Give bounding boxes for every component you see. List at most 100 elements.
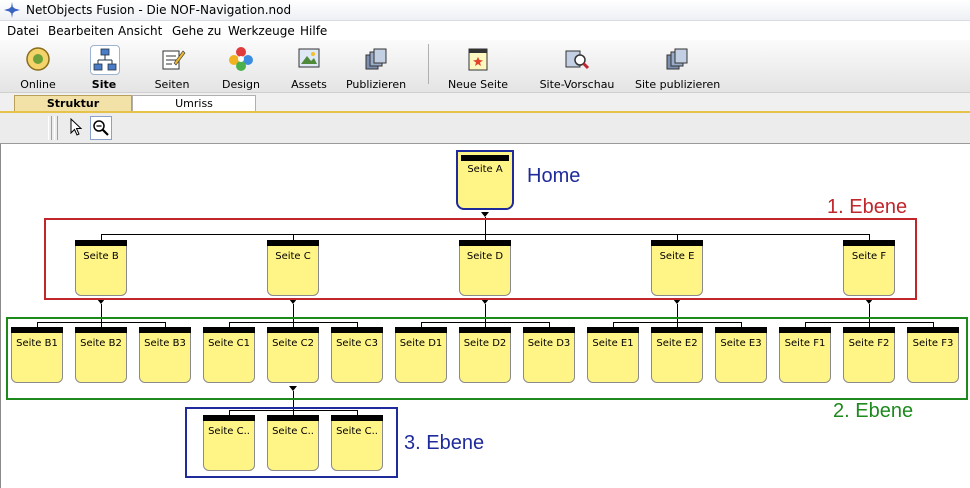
page-label: Seite D3 xyxy=(527,338,571,349)
page-header-bar xyxy=(779,327,831,333)
page-level3[interactable]: Seite C.. xyxy=(331,415,383,471)
page-home[interactable]: Seite A xyxy=(456,150,514,210)
page-header-bar xyxy=(11,327,63,333)
toolbar-seiten-button[interactable]: Seiten xyxy=(140,42,204,91)
toolbar-online-button[interactable]: Online xyxy=(6,42,70,91)
connector-line xyxy=(229,322,230,327)
tab-umriss[interactable]: Umriss xyxy=(132,95,256,111)
tab-struktur[interactable]: Struktur xyxy=(14,95,132,111)
zoom-tool-button[interactable] xyxy=(90,116,112,140)
page-label: Seite B xyxy=(83,251,119,262)
connector-line xyxy=(101,322,102,327)
structure-tools-bar xyxy=(0,113,970,144)
connector-line xyxy=(293,234,294,240)
page-label: Seite C.. xyxy=(208,426,250,437)
toolbar-label: Design xyxy=(222,78,260,91)
page-level1[interactable]: Seite D xyxy=(459,240,511,296)
toolbar-neue-seite-button[interactable]: Neue Seite xyxy=(446,42,510,91)
connector-line xyxy=(229,410,230,415)
page-label: Seite E xyxy=(659,251,695,262)
page-label: Seite F2 xyxy=(848,338,890,349)
zoom-icon xyxy=(93,120,109,136)
expand-triangle-icon[interactable] xyxy=(289,386,297,391)
page-level1[interactable]: Seite C xyxy=(267,240,319,296)
menu-hilfe[interactable]: Hilfe xyxy=(300,24,328,38)
page-header-bar xyxy=(267,240,319,246)
site-publizieren-icon xyxy=(666,48,688,70)
toolbar-assets-button[interactable]: Assets xyxy=(277,42,341,91)
connector-line xyxy=(933,322,934,327)
page-level2[interactable]: Seite E2 xyxy=(651,327,703,383)
page-header-bar xyxy=(267,415,319,421)
page-level2[interactable]: Seite E1 xyxy=(587,327,639,383)
page-header-bar xyxy=(523,327,575,333)
page-level2[interactable]: Seite F3 xyxy=(907,327,959,383)
expand-triangle-icon[interactable] xyxy=(481,299,489,304)
page-level2[interactable]: Seite C2 xyxy=(267,327,319,383)
seiten-icon xyxy=(162,50,186,70)
page-level3[interactable]: Seite C.. xyxy=(267,415,319,471)
page-level2[interactable]: Seite B2 xyxy=(75,327,127,383)
toolbar-label: Neue Seite xyxy=(447,78,509,91)
menu-bearbeiten[interactable]: Bearbeiten xyxy=(48,24,114,38)
expand-triangle-icon[interactable] xyxy=(865,299,873,304)
page-level2[interactable]: Seite B1 xyxy=(11,327,63,383)
toolbar-site-publizieren-button[interactable]: Site publizieren xyxy=(635,42,720,91)
connector-line xyxy=(485,322,486,327)
page-level1[interactable]: Seite E xyxy=(651,240,703,296)
page-level2[interactable]: Seite C1 xyxy=(203,327,255,383)
page-label: Seite D2 xyxy=(463,338,507,349)
annotation-home: Home xyxy=(527,165,581,187)
connector-line xyxy=(485,217,486,234)
page-level2[interactable]: Seite D2 xyxy=(459,327,511,383)
publizieren-icon xyxy=(365,48,387,70)
connector-line xyxy=(677,304,678,322)
page-level2[interactable]: Seite C3 xyxy=(331,327,383,383)
title-bar: NetObjects Fusion - Die NOF-Navigation.n… xyxy=(0,0,970,21)
page-header-bar xyxy=(587,327,639,333)
expand-triangle-icon[interactable] xyxy=(673,299,681,304)
menu-gehe-zu[interactable]: Gehe zu xyxy=(172,24,222,38)
connector-line xyxy=(101,304,102,322)
menu-ansicht[interactable]: Ansicht xyxy=(118,24,163,38)
level2-group-box xyxy=(6,317,968,400)
page-label: Seite C.. xyxy=(336,426,378,437)
page-level2[interactable]: Seite B3 xyxy=(139,327,191,383)
toolbar-site-button[interactable]: Site xyxy=(72,42,136,91)
menu-werkzeuge[interactable]: Werkzeuge xyxy=(228,24,295,38)
page-header-bar xyxy=(267,327,319,333)
level3-group-box xyxy=(185,407,398,478)
page-header-bar xyxy=(461,155,509,161)
page-header-bar xyxy=(843,240,895,246)
toolbar-design-button[interactable]: Design xyxy=(209,42,273,91)
toolbar-publizieren-button[interactable]: Publizieren xyxy=(344,42,408,91)
select-tool-button[interactable] xyxy=(66,116,86,138)
toolbar-site-vorschau-button[interactable]: Site-Vorschau xyxy=(540,42,614,91)
page-label: Seite E1 xyxy=(592,338,634,349)
page-level2[interactable]: Seite E3 xyxy=(715,327,767,383)
page-header-bar xyxy=(907,327,959,333)
connector-line xyxy=(485,304,486,322)
toolbar-label: Site xyxy=(91,78,117,91)
menu-bar: Datei Bearbeiten Ansicht Gehe zu Werkzeu… xyxy=(0,21,970,40)
expand-triangle-icon[interactable] xyxy=(289,299,297,304)
page-level1[interactable]: Seite B xyxy=(75,240,127,296)
toolbar-grip[interactable] xyxy=(48,116,52,140)
page-level2[interactable]: Seite F2 xyxy=(843,327,895,383)
expand-triangle-icon[interactable] xyxy=(481,212,489,217)
toolbar-label: Site-Vorschau xyxy=(539,78,615,91)
connector-line xyxy=(741,322,742,327)
page-level2[interactable]: Seite D3 xyxy=(523,327,575,383)
expand-triangle-icon[interactable] xyxy=(97,299,105,304)
page-label: Seite F xyxy=(851,251,887,262)
toolbar-grip[interactable] xyxy=(54,116,58,140)
menu-datei[interactable]: Datei xyxy=(7,24,40,38)
page-level3[interactable]: Seite C.. xyxy=(203,415,255,471)
page-level2[interactable]: Seite D1 xyxy=(395,327,447,383)
connector-line xyxy=(677,322,678,327)
toolbar-label: Site publizieren xyxy=(635,78,721,91)
page-level1[interactable]: Seite F xyxy=(843,240,895,296)
connector-line xyxy=(293,304,294,322)
page-level2[interactable]: Seite F1 xyxy=(779,327,831,383)
